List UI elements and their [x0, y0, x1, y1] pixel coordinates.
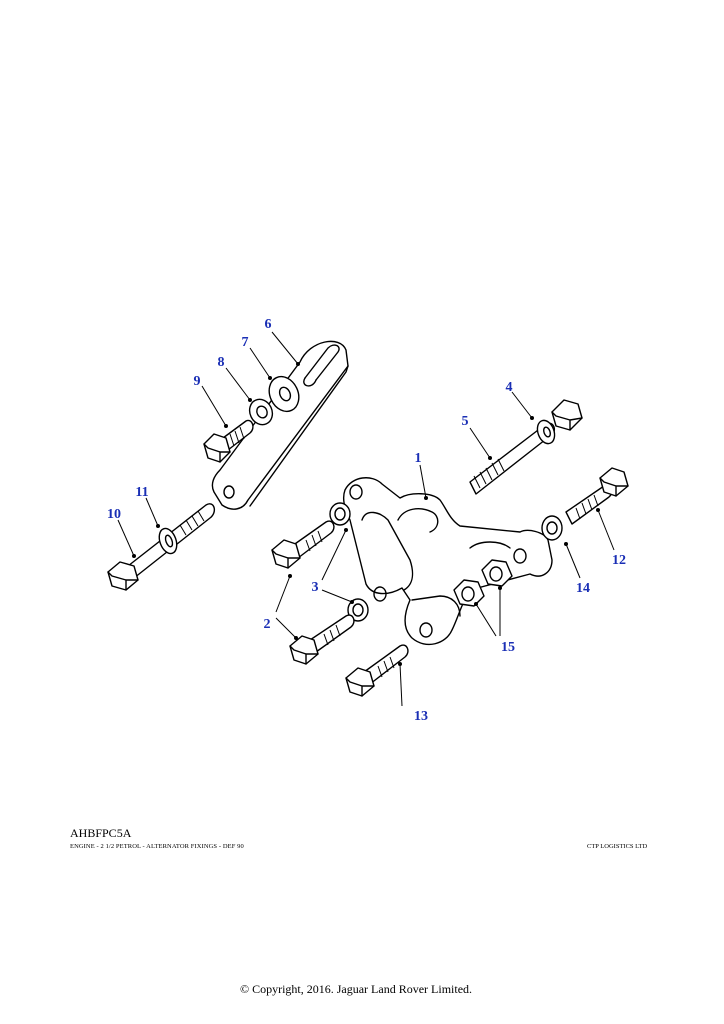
washer-7 — [268, 375, 300, 413]
washer-3-upper — [329, 502, 351, 526]
callout-8[interactable]: 8 — [218, 355, 225, 370]
callout-13[interactable]: 13 — [414, 709, 428, 724]
callout-10[interactable]: 10 — [107, 507, 121, 522]
callout-4[interactable]: 4 — [506, 380, 513, 395]
callout-7[interactable]: 7 — [242, 335, 249, 350]
washer-11 — [158, 527, 178, 555]
bolt-13 — [345, 644, 409, 697]
washer-14 — [541, 515, 563, 541]
callout-15[interactable]: 15 — [501, 640, 515, 655]
vendor-name: CTP LOGISTICS LTD — [587, 843, 648, 850]
callout-12[interactable]: 12 — [612, 553, 626, 568]
callout-2[interactable]: 2 — [264, 617, 271, 632]
callout-9[interactable]: 9 — [194, 374, 201, 389]
callout-3[interactable]: 3 — [312, 580, 319, 595]
copyright-notice: © Copyright, 2016. Jaguar Land Rover Lim… — [239, 982, 473, 996]
diagram-description: ENGINE - 2 1/2 PETROL - ALTERNATOR FIXIN… — [70, 843, 244, 850]
long-bolt-5 — [469, 399, 583, 495]
bolt-2-upper — [271, 520, 335, 569]
callout-6[interactable]: 6 — [265, 317, 272, 332]
spring-washer-8 — [248, 398, 274, 426]
mounting-bracket — [342, 477, 553, 646]
nut-15-left — [453, 579, 485, 607]
callout-labels: 1 2 3 4 5 6 7 8 9 10 11 12 13 14 15 — [107, 317, 626, 724]
bolt-12 — [565, 467, 629, 525]
leader-lines — [117, 331, 615, 707]
bolt-2-lower — [289, 614, 355, 665]
diagram-code: AHBFPC5A — [70, 826, 132, 840]
callout-5[interactable]: 5 — [462, 414, 469, 429]
adjusting-link-bracket — [211, 340, 349, 510]
washer-4 — [536, 419, 556, 445]
callout-1[interactable]: 1 — [415, 451, 422, 466]
bolt-9 — [203, 419, 254, 463]
callout-11[interactable]: 11 — [135, 485, 148, 500]
nut-15-right — [481, 559, 513, 587]
callout-14[interactable]: 14 — [576, 581, 590, 596]
washer-3-lower — [347, 598, 369, 622]
